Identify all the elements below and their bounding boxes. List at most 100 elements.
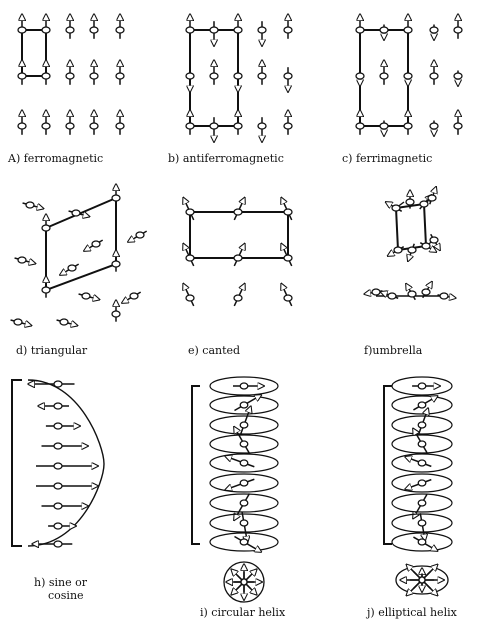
precession-orbit <box>391 513 453 533</box>
spin-arrow <box>231 569 252 590</box>
period-bracket <box>11 379 22 547</box>
spin-arrow <box>225 456 255 468</box>
spin-arrow <box>419 513 425 540</box>
precession-orbit <box>391 434 453 454</box>
caption-antiferromagnetic: b) antiferromagnetic <box>168 152 284 165</box>
spin-arrow <box>239 406 251 436</box>
atom <box>17 256 27 264</box>
atom <box>233 294 243 302</box>
atom <box>41 26 51 34</box>
atom <box>185 208 195 216</box>
atom <box>239 401 249 409</box>
atom <box>185 294 195 302</box>
panel-ferromagnetic <box>17 14 125 135</box>
atom <box>355 26 365 34</box>
atom <box>67 264 77 272</box>
atom <box>53 522 63 530</box>
atom <box>53 402 63 410</box>
atom <box>283 294 293 302</box>
atom <box>13 318 23 326</box>
atom <box>239 519 249 527</box>
atom <box>283 72 293 80</box>
atom <box>439 292 449 300</box>
atom <box>453 26 463 34</box>
atom <box>41 224 51 232</box>
atom <box>379 72 389 80</box>
atom <box>233 254 243 262</box>
atom <box>421 242 431 250</box>
atom <box>419 200 429 208</box>
panel-sine-cosine <box>11 379 105 547</box>
atom <box>91 240 101 248</box>
atom <box>185 72 195 80</box>
spin-arrow <box>225 478 255 490</box>
precession-orbit <box>391 453 453 473</box>
atom <box>417 479 427 487</box>
atom <box>387 292 397 300</box>
caption-sine-or-cosine: h) sine or cosine <box>34 576 87 602</box>
atom <box>111 194 121 202</box>
atom <box>417 440 427 448</box>
atom <box>239 382 249 390</box>
atom <box>115 122 125 130</box>
unit-cell <box>21 29 47 77</box>
atom <box>239 459 249 467</box>
atom <box>371 288 381 296</box>
spin-arrow <box>406 564 432 590</box>
atom <box>429 122 439 130</box>
spin-arrow <box>241 512 247 543</box>
atom <box>417 499 427 507</box>
atom <box>17 26 27 34</box>
atom <box>135 231 145 239</box>
atom <box>379 26 389 34</box>
atom <box>239 538 249 546</box>
atom <box>111 260 121 268</box>
atom <box>393 246 403 254</box>
atom <box>257 26 267 34</box>
atom <box>239 479 249 487</box>
spin-arrow <box>234 535 261 553</box>
atom <box>233 26 243 34</box>
spin-arrow <box>231 574 252 595</box>
atom <box>283 26 293 34</box>
panel-canted <box>183 197 293 307</box>
precession-orbit <box>209 453 279 473</box>
precession-orbit <box>391 473 453 493</box>
atom <box>71 209 81 217</box>
atom <box>355 122 365 130</box>
atom <box>209 122 219 130</box>
precession-orbit <box>209 532 279 552</box>
atom <box>53 442 63 450</box>
atom <box>403 26 413 34</box>
period-bracket <box>383 385 392 545</box>
atom <box>417 519 427 527</box>
precession-orbit <box>209 473 279 493</box>
caption-ferrimagnetic: c) ferrimagnetic <box>342 152 433 165</box>
precession-orbit <box>391 395 453 415</box>
atom <box>25 201 35 209</box>
atom <box>453 122 463 130</box>
atom <box>283 208 293 216</box>
atom <box>417 421 427 429</box>
atom <box>59 318 69 326</box>
atom <box>427 194 437 202</box>
atom <box>421 288 431 296</box>
caption-ferromagnetic: A) ferromagnetic <box>8 152 104 165</box>
atom <box>233 122 243 130</box>
panel-elliptical-helix <box>383 376 453 596</box>
atom <box>53 422 63 430</box>
atom <box>407 290 417 298</box>
atom <box>53 462 63 470</box>
atom <box>65 72 75 80</box>
atom <box>405 198 415 206</box>
atom <box>417 382 427 390</box>
atom <box>185 122 195 130</box>
unit-cell <box>45 196 117 292</box>
spin-arrow <box>406 570 432 595</box>
atom <box>391 204 401 212</box>
atom <box>41 122 51 130</box>
precession-orbit <box>209 376 279 396</box>
atom <box>407 246 417 254</box>
projection-circle <box>223 561 265 603</box>
spin-arrow <box>234 493 251 520</box>
